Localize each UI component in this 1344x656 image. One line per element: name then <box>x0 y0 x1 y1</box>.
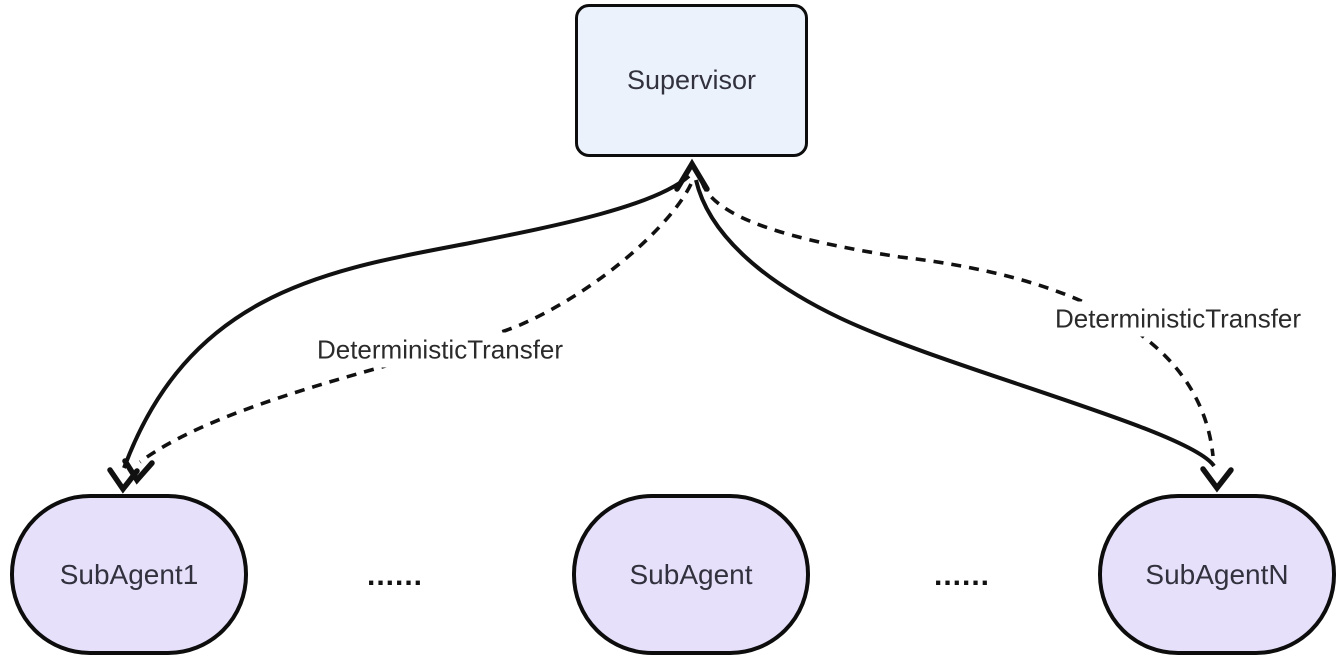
edge-supervisor-subagent1-dashed <box>138 183 693 464</box>
node-subagentn-label: SubAgentN <box>1145 558 1289 590</box>
node-subagent1-label: SubAgent1 <box>59 558 199 590</box>
node-subagent-label: SubAgent <box>629 558 753 590</box>
node-supervisor: Supervisor <box>575 4 808 157</box>
node-subagent: SubAgent <box>572 494 810 655</box>
edge-label-deterministic-transfer-right: DeterministicTransfer <box>1049 301 1307 337</box>
edge-supervisor-subagentn-solid <box>694 179 1216 468</box>
arrowhead-up-supervisor <box>674 158 710 192</box>
arrowhead-down-subagentn-solid <box>1200 466 1234 493</box>
edge-supervisor-subagentn-dashed <box>700 181 1215 457</box>
node-subagent1: SubAgent1 <box>10 494 248 655</box>
arrowhead-down-subagent1-dashed <box>122 458 155 485</box>
ellipsis-right: ...... <box>933 559 991 592</box>
ellipsis-left: ...... <box>366 559 424 592</box>
node-supervisor-label: Supervisor <box>626 65 757 95</box>
edge-supervisor-subagent1-solid <box>122 174 691 469</box>
edge-label-deterministic-transfer-left: DeterministicTransfer <box>311 332 569 368</box>
node-subagentn: SubAgentN <box>1098 494 1336 655</box>
